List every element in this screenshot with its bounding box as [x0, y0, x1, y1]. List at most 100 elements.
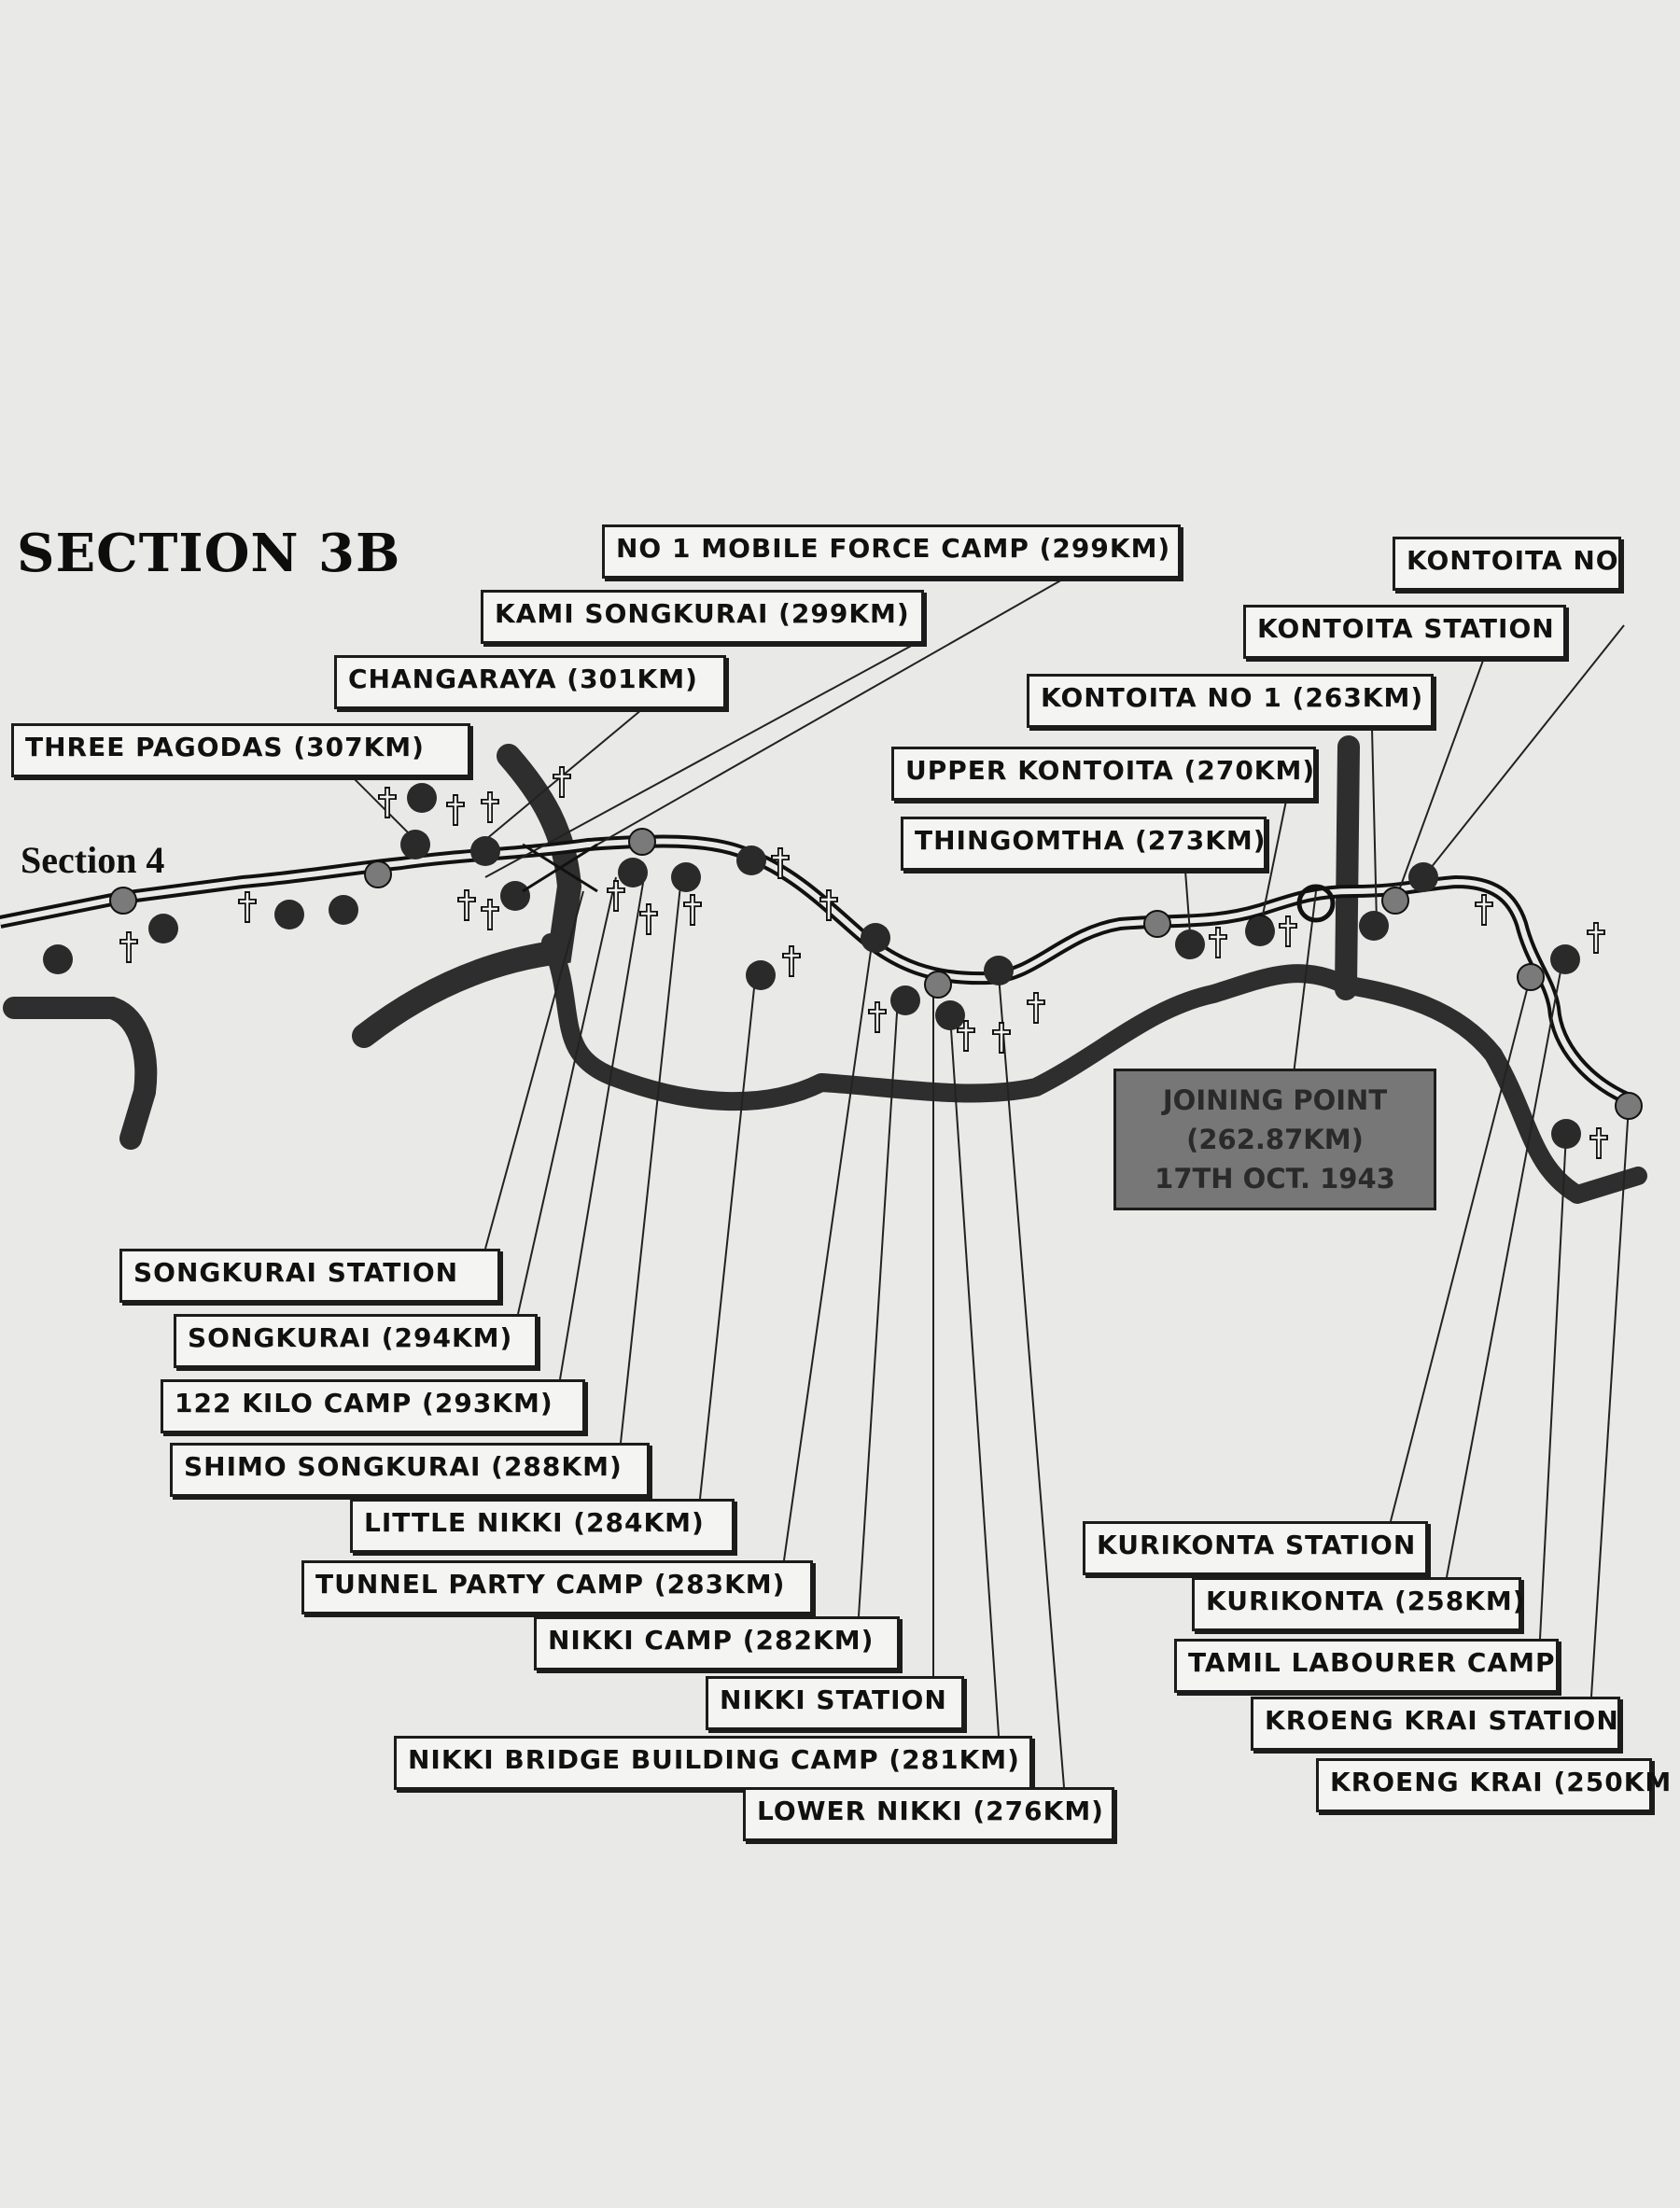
label-lower-nikki: LOWER NIKKI (276KM) [743, 1787, 1114, 1841]
leader-line [699, 970, 757, 1500]
camp-marker [1359, 911, 1389, 941]
cross-icon-inner [1029, 994, 1043, 1022]
cross-icon-inner [483, 901, 497, 929]
cross-icon-inner [1281, 917, 1295, 945]
joining-point-title: JOINING POINT [1162, 1083, 1388, 1116]
camp-marker [746, 960, 776, 990]
station-marker [1615, 1092, 1643, 1120]
cross-icon-inner [483, 793, 497, 821]
camp-marker [1245, 916, 1275, 946]
cross-icon-inner [459, 891, 474, 919]
label-kroeng-krai-station: KROENG KRAI STATION [1251, 1697, 1620, 1751]
cross-icon-inner [1477, 896, 1491, 924]
camp-marker [1551, 1119, 1581, 1149]
cross-icon-inner [641, 905, 656, 933]
leader-line [1394, 657, 1485, 901]
cross-icon-inner [685, 896, 700, 924]
camp-marker [148, 914, 178, 943]
camp-marker [500, 881, 530, 911]
camp-marker [470, 836, 500, 866]
leader-line [1184, 870, 1191, 934]
camp-marker [861, 923, 890, 953]
cross-icon-inner [870, 1003, 885, 1031]
camp-marker [984, 956, 1014, 985]
camp-marker [329, 895, 358, 925]
leader-line [1422, 624, 1625, 878]
joining-point-date: 17TH OCT. 1943 [1155, 1163, 1395, 1195]
cross-icon-inner [380, 789, 395, 817]
label-changaraya: CHANGARAYA (301KM) [334, 655, 726, 709]
camp-marker [43, 944, 73, 974]
leader-line [1590, 1105, 1630, 1698]
camp-marker [618, 858, 648, 887]
camp-marker [736, 845, 766, 875]
station-marker [924, 971, 952, 999]
label-kroeng-krai: KROENG KRAI (250KM [1316, 1758, 1671, 1812]
label-upper-kontoita: UPPER KONTOITA (270KM) [891, 747, 1316, 801]
leader-line [949, 1014, 1000, 1737]
label-songkurai: SONGKURAI (294KM) [174, 1314, 538, 1368]
leader-line [484, 643, 916, 878]
station-marker [1517, 963, 1545, 991]
cross-icon-inner [994, 1024, 1009, 1052]
label-kurikonta: KURIKONTA (258KM) [1192, 1577, 1525, 1631]
leader-line [1259, 800, 1287, 929]
crossing-mark [522, 843, 598, 893]
cross-icon-inner [1211, 929, 1225, 957]
camp-marker [1408, 862, 1438, 892]
cross-icon-inner [959, 1022, 973, 1050]
station-marker [1381, 887, 1409, 915]
label-122-kilo-camp: 122 KILO CAMP (293KM) [161, 1379, 585, 1433]
cross-icon-inner [554, 768, 569, 796]
leader-line [1446, 956, 1564, 1578]
leader-line [1539, 1133, 1567, 1640]
station-marker [1143, 910, 1171, 938]
joining-point-marker [1296, 884, 1336, 923]
label-nikki-camp: NIKKI CAMP (282KM) [534, 1616, 900, 1670]
joining-point-box: JOINING POINT (262.87KM) 17TH OCT. 1943 [1113, 1069, 1436, 1210]
section-4-label: Section 4 [21, 839, 165, 881]
camp-marker [890, 985, 920, 1015]
cross-icon-inner [1589, 924, 1603, 952]
station-marker [109, 887, 137, 915]
label-kontoita-no: KONTOITA NO [1393, 537, 1621, 591]
label-nikki-bridge-building-camp: NIKKI BRIDGE BUILDING CAMP (281KM) [394, 1736, 1032, 1790]
river-main [541, 933, 1647, 1204]
label-nikki-station: NIKKI STATION [706, 1676, 964, 1730]
cross-icon-inner [609, 882, 623, 910]
leader-line [484, 890, 584, 1250]
label-little-nikki: LITTLE NIKKI (284KM) [350, 1499, 735, 1553]
cross-icon-inner [773, 849, 788, 877]
label-tunnel-party-camp: TUNNEL PARTY CAMP (283KM) [301, 1560, 813, 1614]
camp-marker [274, 900, 304, 929]
leader-line [596, 578, 1065, 845]
leader-line [1390, 974, 1532, 1522]
leader-line [783, 937, 874, 1561]
camp-marker [935, 1000, 965, 1030]
station-marker [628, 828, 656, 856]
cross-icon-inner [784, 947, 799, 975]
station-marker [364, 860, 392, 888]
leader-line [559, 876, 645, 1380]
leader-line [858, 998, 899, 1617]
leader-line [1371, 727, 1378, 925]
cross-icon-inner [121, 933, 136, 961]
label-kontoita-station: KONTOITA STATION [1243, 605, 1566, 659]
leader-line [484, 699, 654, 841]
cross-icon-inner [448, 796, 463, 824]
section-title: SECTION 3B [17, 523, 401, 584]
joining-point-km: (262.87KM) [1186, 1123, 1364, 1155]
label-three-pagodas: THREE PAGODAS (307KM) [11, 723, 470, 777]
cross-icon-inner [240, 893, 255, 921]
label-tamil-labourer-camp: TAMIL LABOURER CAMP [1174, 1639, 1559, 1693]
river-left [3, 997, 158, 1150]
label-kurikonta-station: KURIKONTA STATION [1083, 1521, 1428, 1575]
cross-icon-inner [821, 891, 836, 919]
camp-marker [400, 830, 430, 859]
label-thingomtha: THINGOMTHA (273KM) [901, 817, 1267, 871]
label-shimo-songkurai: SHIMO SONGKURAI (288KM) [170, 1443, 650, 1497]
cross-icon-inner [1591, 1129, 1606, 1157]
camp-marker [1550, 944, 1580, 974]
